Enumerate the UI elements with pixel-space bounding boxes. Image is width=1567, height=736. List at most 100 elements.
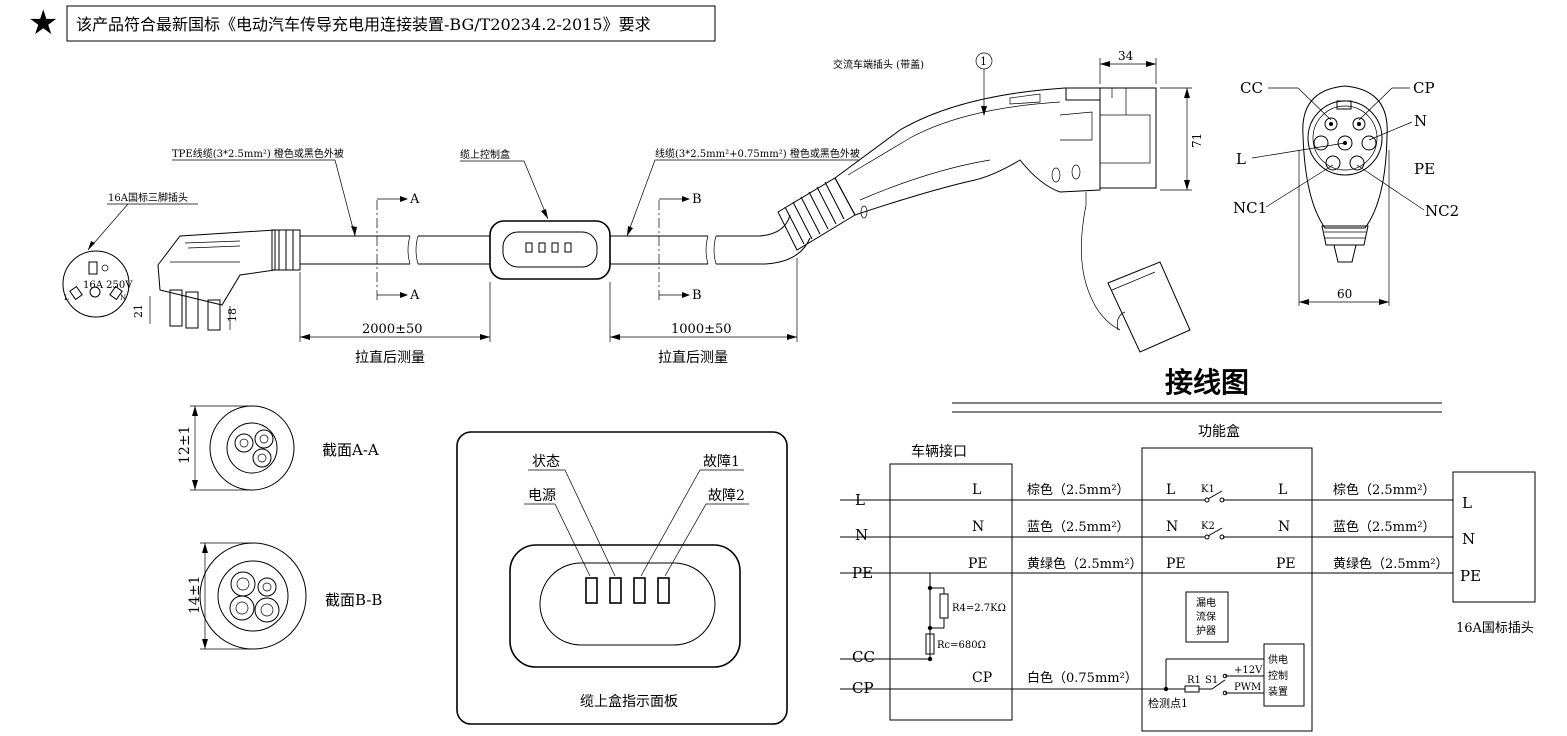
control-box (489, 220, 611, 280)
wire-left-n: 蓝色（2.5mm²） (1027, 519, 1130, 535)
svg-text:N: N (972, 519, 984, 535)
header-box (66, 5, 716, 42)
svg-text:N: N (1462, 530, 1475, 548)
svg-text:漏电: 漏电 (1196, 596, 1216, 609)
pin-nc2: NC2 (1425, 202, 1459, 220)
connector-front-face (1302, 85, 1388, 263)
pin-n: N (1414, 112, 1427, 130)
indicator-bezel (509, 544, 741, 668)
indicator-status: 状态 (532, 454, 560, 470)
resistor-rc (925, 633, 935, 655)
pin-l: L (1236, 150, 1246, 168)
control-box-window (502, 231, 598, 268)
terminal-n: N (855, 526, 868, 544)
control-box-led-2 (538, 242, 546, 253)
dim-71: 71 (1190, 133, 1204, 148)
wire-right-n: 蓝色（2.5mm²） (1333, 519, 1436, 535)
svg-text:PE: PE (1460, 567, 1481, 585)
wiring-title: 接线图 (1165, 366, 1249, 399)
v12-label: +12V (1234, 665, 1263, 676)
control-box-led-3 (551, 242, 559, 253)
pin-cc: CC (1240, 79, 1263, 97)
wire-left-cp: 白色（0.75mm²） (1027, 670, 1138, 686)
terminal-pe: PE (852, 564, 873, 582)
svg-text:控制: 控制 (1268, 669, 1288, 682)
led-power (585, 577, 598, 604)
svg-text:PE: PE (1166, 556, 1186, 572)
switch-k2: K2 (1201, 521, 1215, 532)
cable2-label: 线缆(3*2.5mm²+0.75mm²) 橙色或黑色外被 (655, 147, 860, 160)
measure-note-1: 拉直后测量 (355, 349, 425, 366)
indicator-panel (456, 431, 788, 725)
length-1: 2000±50 (362, 322, 423, 337)
section-bb-label: 截面B-B (325, 591, 382, 609)
dim-60: 60 (1337, 287, 1352, 301)
wire-left-pe: 黄绿色（2.5mm²） (1027, 556, 1143, 572)
terminal-cc: CC (852, 648, 875, 666)
svg-text:供电: 供电 (1268, 653, 1288, 666)
section-aa-dim: 12±1 (177, 426, 193, 464)
svg-text:N: N (120, 294, 126, 302)
indicator-power: 电源 (528, 488, 556, 504)
control-box-label: 缆上控制盒 (460, 148, 510, 161)
led-fault1 (633, 577, 646, 604)
indicator-window (539, 562, 716, 646)
vehicle-port-box (889, 463, 1013, 721)
section-aa-drawing (190, 405, 295, 491)
resistor-r1 (1184, 685, 1200, 693)
terminal-l: L (855, 491, 865, 509)
cable-2 (610, 214, 811, 265)
length-2: 1000±50 (671, 322, 732, 337)
led-status (609, 577, 622, 604)
plug-caption: 16A国标插头 (1456, 621, 1534, 636)
function-box-label: 功能盒 (1198, 423, 1240, 440)
function-box (1141, 447, 1313, 732)
cable1-label: TPE线缆(3*2.5mm²) 橙色或黑色外被 (172, 147, 344, 160)
svg-text:L: L (1166, 482, 1175, 498)
svg-text:护器: 护器 (1196, 624, 1216, 637)
svg-text:CP: CP (972, 670, 992, 686)
rc-label: Rc=680Ω (937, 640, 986, 651)
svg-text:N: N (1278, 519, 1290, 535)
resistor-r4 (939, 593, 949, 619)
plug-label: 16A国标三脚插头 (108, 191, 188, 204)
section-aa-label: 截面A-A (322, 441, 379, 459)
indicator-caption: 缆上盒指示面板 (580, 693, 678, 710)
indicator-fault2: 故障2 (708, 488, 745, 504)
plug-dim-21: 21 (132, 304, 145, 318)
control-box-led-1 (525, 242, 533, 253)
plug-face-view: 16A 250V L N (62, 250, 133, 318)
section-bb-dim: 14±1 (187, 576, 203, 614)
svg-text:L: L (1278, 482, 1287, 498)
r4-label: R4=2.7KΩ (952, 603, 1006, 614)
svg-text:流保: 流保 (1196, 610, 1216, 623)
s1-label: S1 (1205, 675, 1218, 686)
svg-text:装置: 装置 (1268, 685, 1288, 698)
pwm-label: PWM (1234, 682, 1261, 693)
balloon-number: 1 (980, 55, 987, 68)
wire-right-pe: 黄绿色（2.5mm²） (1333, 556, 1449, 572)
terminal-cp: CP (852, 679, 874, 697)
r1-label: R1 (1187, 675, 1201, 686)
svg-text:L: L (972, 482, 981, 498)
plug-side-view (149, 229, 301, 331)
indicator-fault1: 故障1 (703, 454, 740, 470)
plug-face-rating: 16A 250V (83, 280, 133, 291)
rcd-box (1185, 591, 1229, 643)
svg-text:PE: PE (1276, 556, 1296, 572)
control-box-led-4 (564, 242, 572, 253)
compliance-note: 该产品符合最新国标《电动汽车传导充电用连接装置-BG/T20234.2-2015… (76, 15, 651, 34)
svg-text:L: L (64, 294, 69, 302)
wire-right-l: 棕色（2.5mm²） (1333, 482, 1436, 498)
led-fault2 (657, 577, 670, 604)
section-a-bottom: A (409, 288, 420, 303)
vehicle-connector-side-view (777, 87, 1191, 353)
star-icon: ★ (28, 3, 58, 43)
section-b-top: B (692, 192, 702, 207)
svg-text:N: N (1166, 519, 1178, 535)
vehicle-port-label: 车辆接口 (911, 443, 967, 460)
plug-dim-18: 18 (226, 308, 239, 322)
section-b-bottom: B (692, 288, 702, 303)
pin-nc1: NC1 (1233, 199, 1267, 217)
